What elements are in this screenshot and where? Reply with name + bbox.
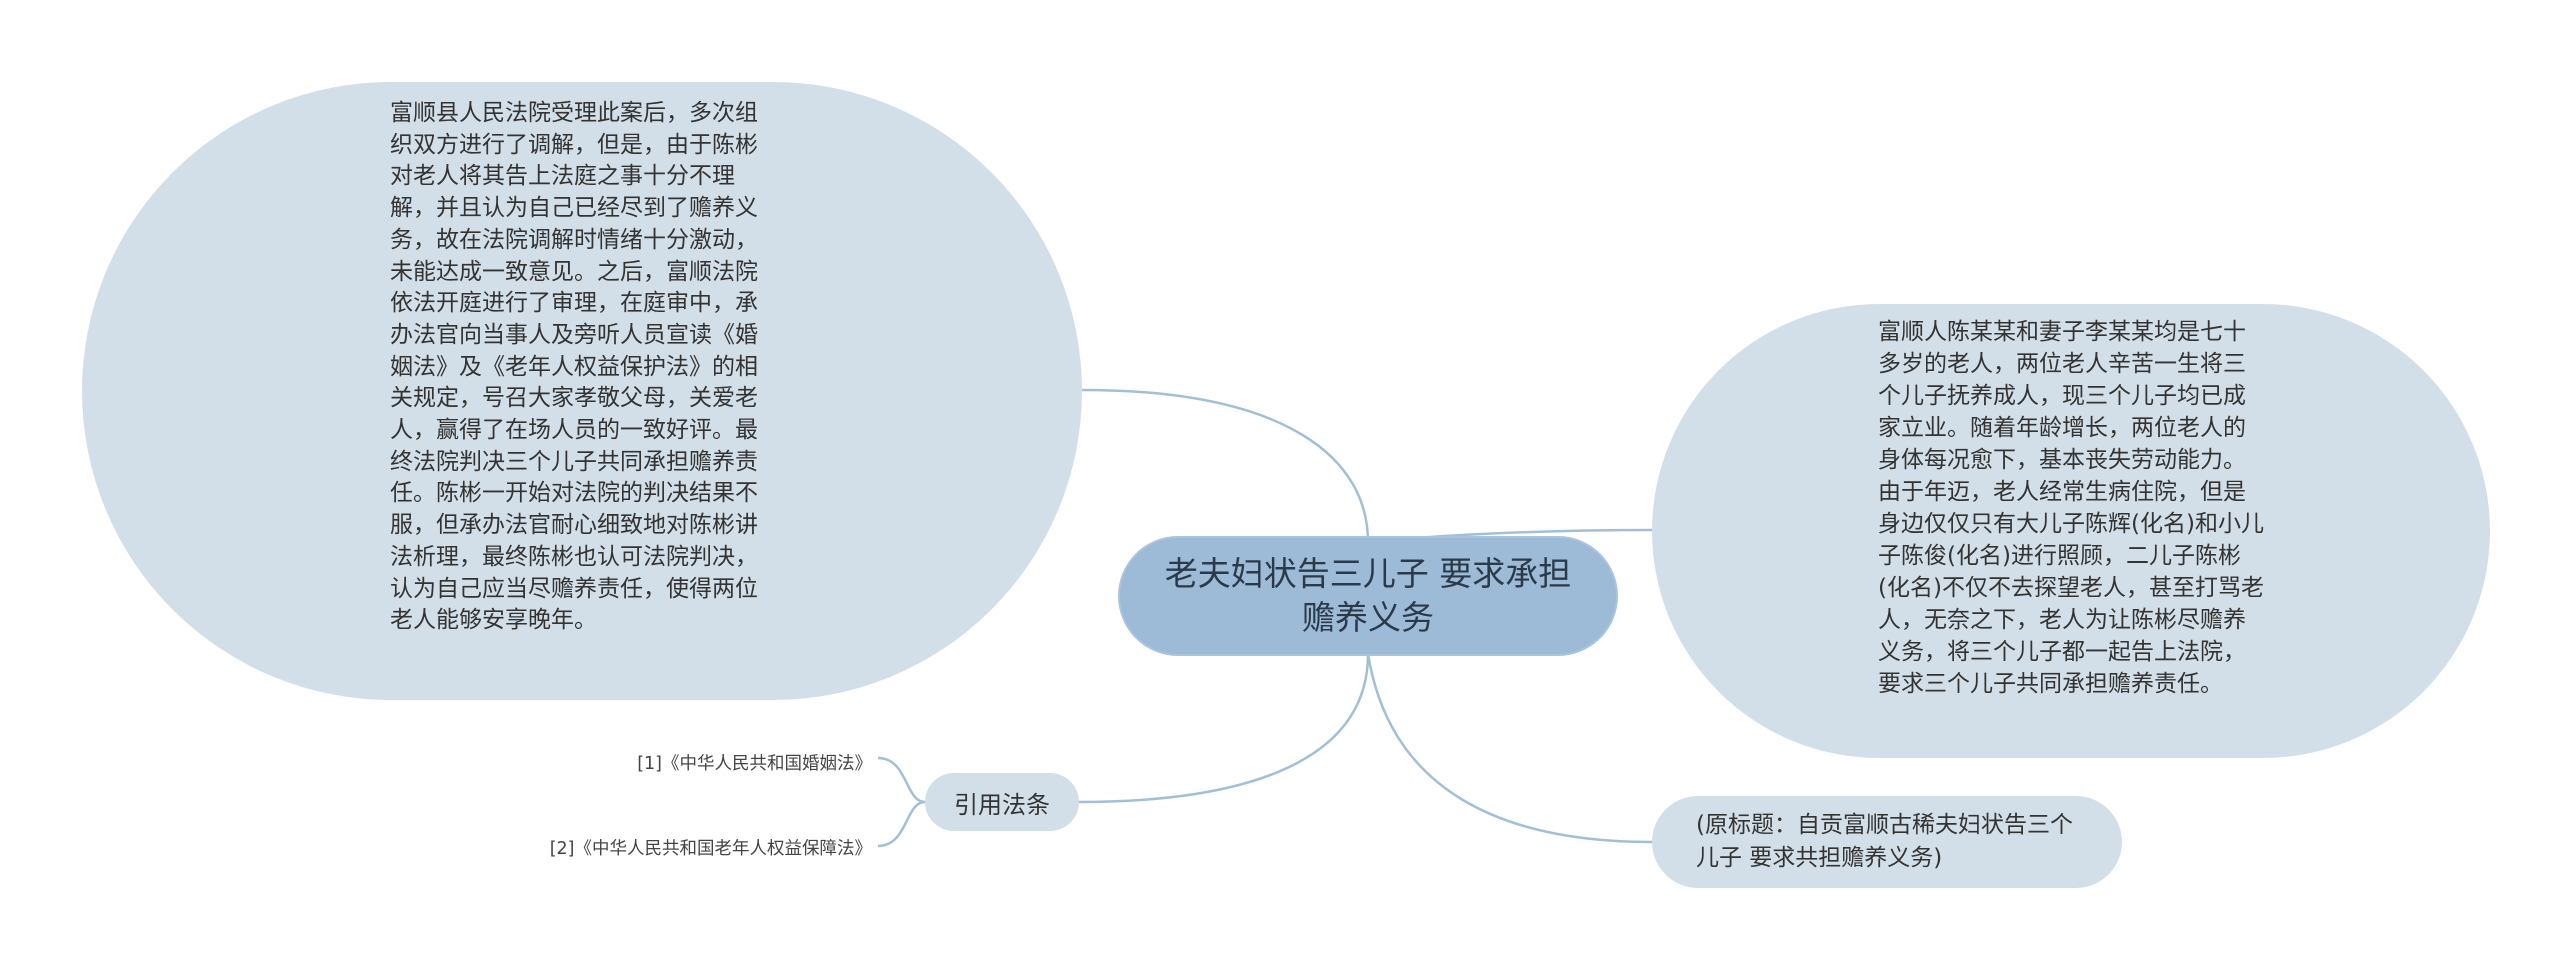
- law-citation-item[interactable]: [2]《中华人民共和国老年人权益保障法》: [549, 839, 872, 859]
- court-process-text: 富顺县人民法院受理此案后，多次组织双方进行了调解，但是，由于陈彬对老人将其告上法…: [390, 100, 758, 634]
- case-background-text: 富顺人陈某某和妻子李某某均是七十多岁的老人，两位老人辛苦一生将三个儿子抚养成人，…: [1878, 319, 2264, 697]
- edge-citations-to-law-1: [877, 756, 926, 804]
- original-title-node[interactable]: (原标题：自贡富顺古稀夫妇状告三个儿子 要求共担赡养义务): [1652, 796, 2122, 888]
- central-topic-label: 老夫妇状告三儿子 要求承担赡养义务: [1164, 554, 1572, 637]
- central-topic-node[interactable]: 老夫妇状告三儿子 要求承担赡养义务: [1118, 536, 1618, 656]
- edge-center-to-original-title: [1366, 653, 1653, 844]
- edge-citations-to-law-2: [877, 800, 926, 848]
- citations-label: 引用法条: [954, 790, 1050, 819]
- original-title-text: (原标题：自贡富顺古稀夫妇状告三个儿子 要求共担赡养义务): [1696, 812, 2073, 871]
- edge-center-to-citations: [1078, 653, 1370, 804]
- citations-node[interactable]: 引用法条: [925, 773, 1079, 831]
- court-process-node[interactable]: 富顺县人民法院受理此案后，多次组织双方进行了调解，但是，由于陈彬对老人将其告上法…: [82, 82, 1082, 700]
- case-background-node[interactable]: 富顺人陈某某和妻子李某某均是七十多岁的老人，两位老人辛苦一生将三个儿子抚养成人，…: [1652, 304, 2490, 758]
- edge-center-to-court-process: [1081, 388, 1370, 543]
- law-citation-item[interactable]: [1]《中华人民共和国婚姻法》: [637, 754, 872, 774]
